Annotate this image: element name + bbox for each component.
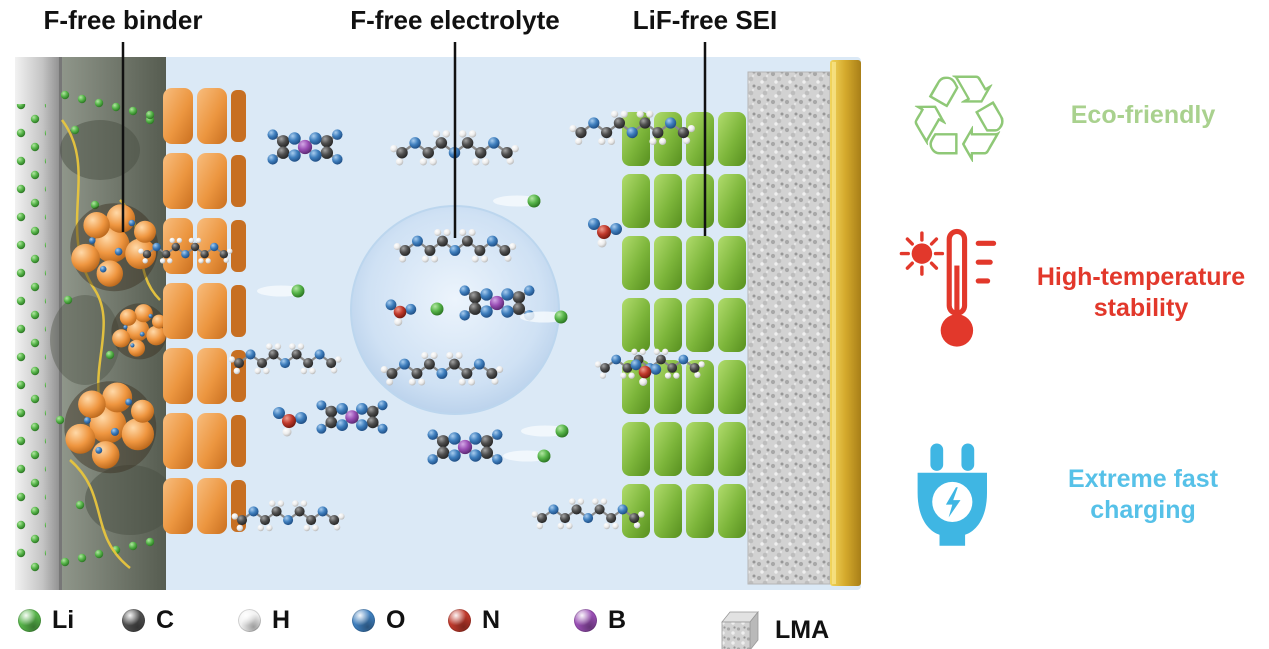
o-sphere-icon xyxy=(352,609,375,632)
legend-item-li: Li xyxy=(18,606,74,635)
legend-label: N xyxy=(482,606,501,634)
legend-label: C xyxy=(156,606,175,634)
legend-label: Li xyxy=(52,606,75,634)
n-sphere-icon xyxy=(448,609,471,632)
legend-item-o: O xyxy=(352,606,405,635)
thermometer-icon xyxy=(899,228,997,347)
legend-label: LMA xyxy=(775,615,830,644)
feature-label-fast-charging: Extreme fast charging xyxy=(1067,465,1219,524)
legend-item-b: B xyxy=(574,606,626,635)
cathode-current-collector xyxy=(830,60,861,586)
label-f-free-binder: F-free binder xyxy=(43,5,203,35)
sei-layer-blocks xyxy=(622,112,746,538)
li-dots-column xyxy=(16,104,46,576)
lma-layer xyxy=(747,71,831,585)
legend-item-c: C xyxy=(122,606,174,635)
label-f-free-electrolyte: F-free electrolyte xyxy=(350,5,560,35)
legend-item-lma: LMA xyxy=(716,606,829,649)
legend-item-h: H xyxy=(238,606,290,635)
legend-label: O xyxy=(386,606,406,634)
h-sphere-icon xyxy=(238,609,261,632)
legend-item-n: N xyxy=(448,606,500,635)
label-lif-free-sei: LiF-free SEI xyxy=(632,5,778,35)
legend-label: H xyxy=(272,606,291,634)
li-sphere-icon xyxy=(18,609,41,632)
b-sphere-icon xyxy=(574,609,597,632)
legend-label: B xyxy=(608,606,627,634)
lma-cube-icon xyxy=(721,610,759,649)
plug-icon xyxy=(917,443,987,546)
feature-label-high-temperature: High-temperature stability xyxy=(1036,263,1246,322)
li-ions xyxy=(257,194,569,463)
feature-label-eco-friendly: Eco-friendly xyxy=(1070,101,1216,129)
c-sphere-icon xyxy=(122,609,145,632)
recycle-icon: ♲ xyxy=(904,52,1014,188)
